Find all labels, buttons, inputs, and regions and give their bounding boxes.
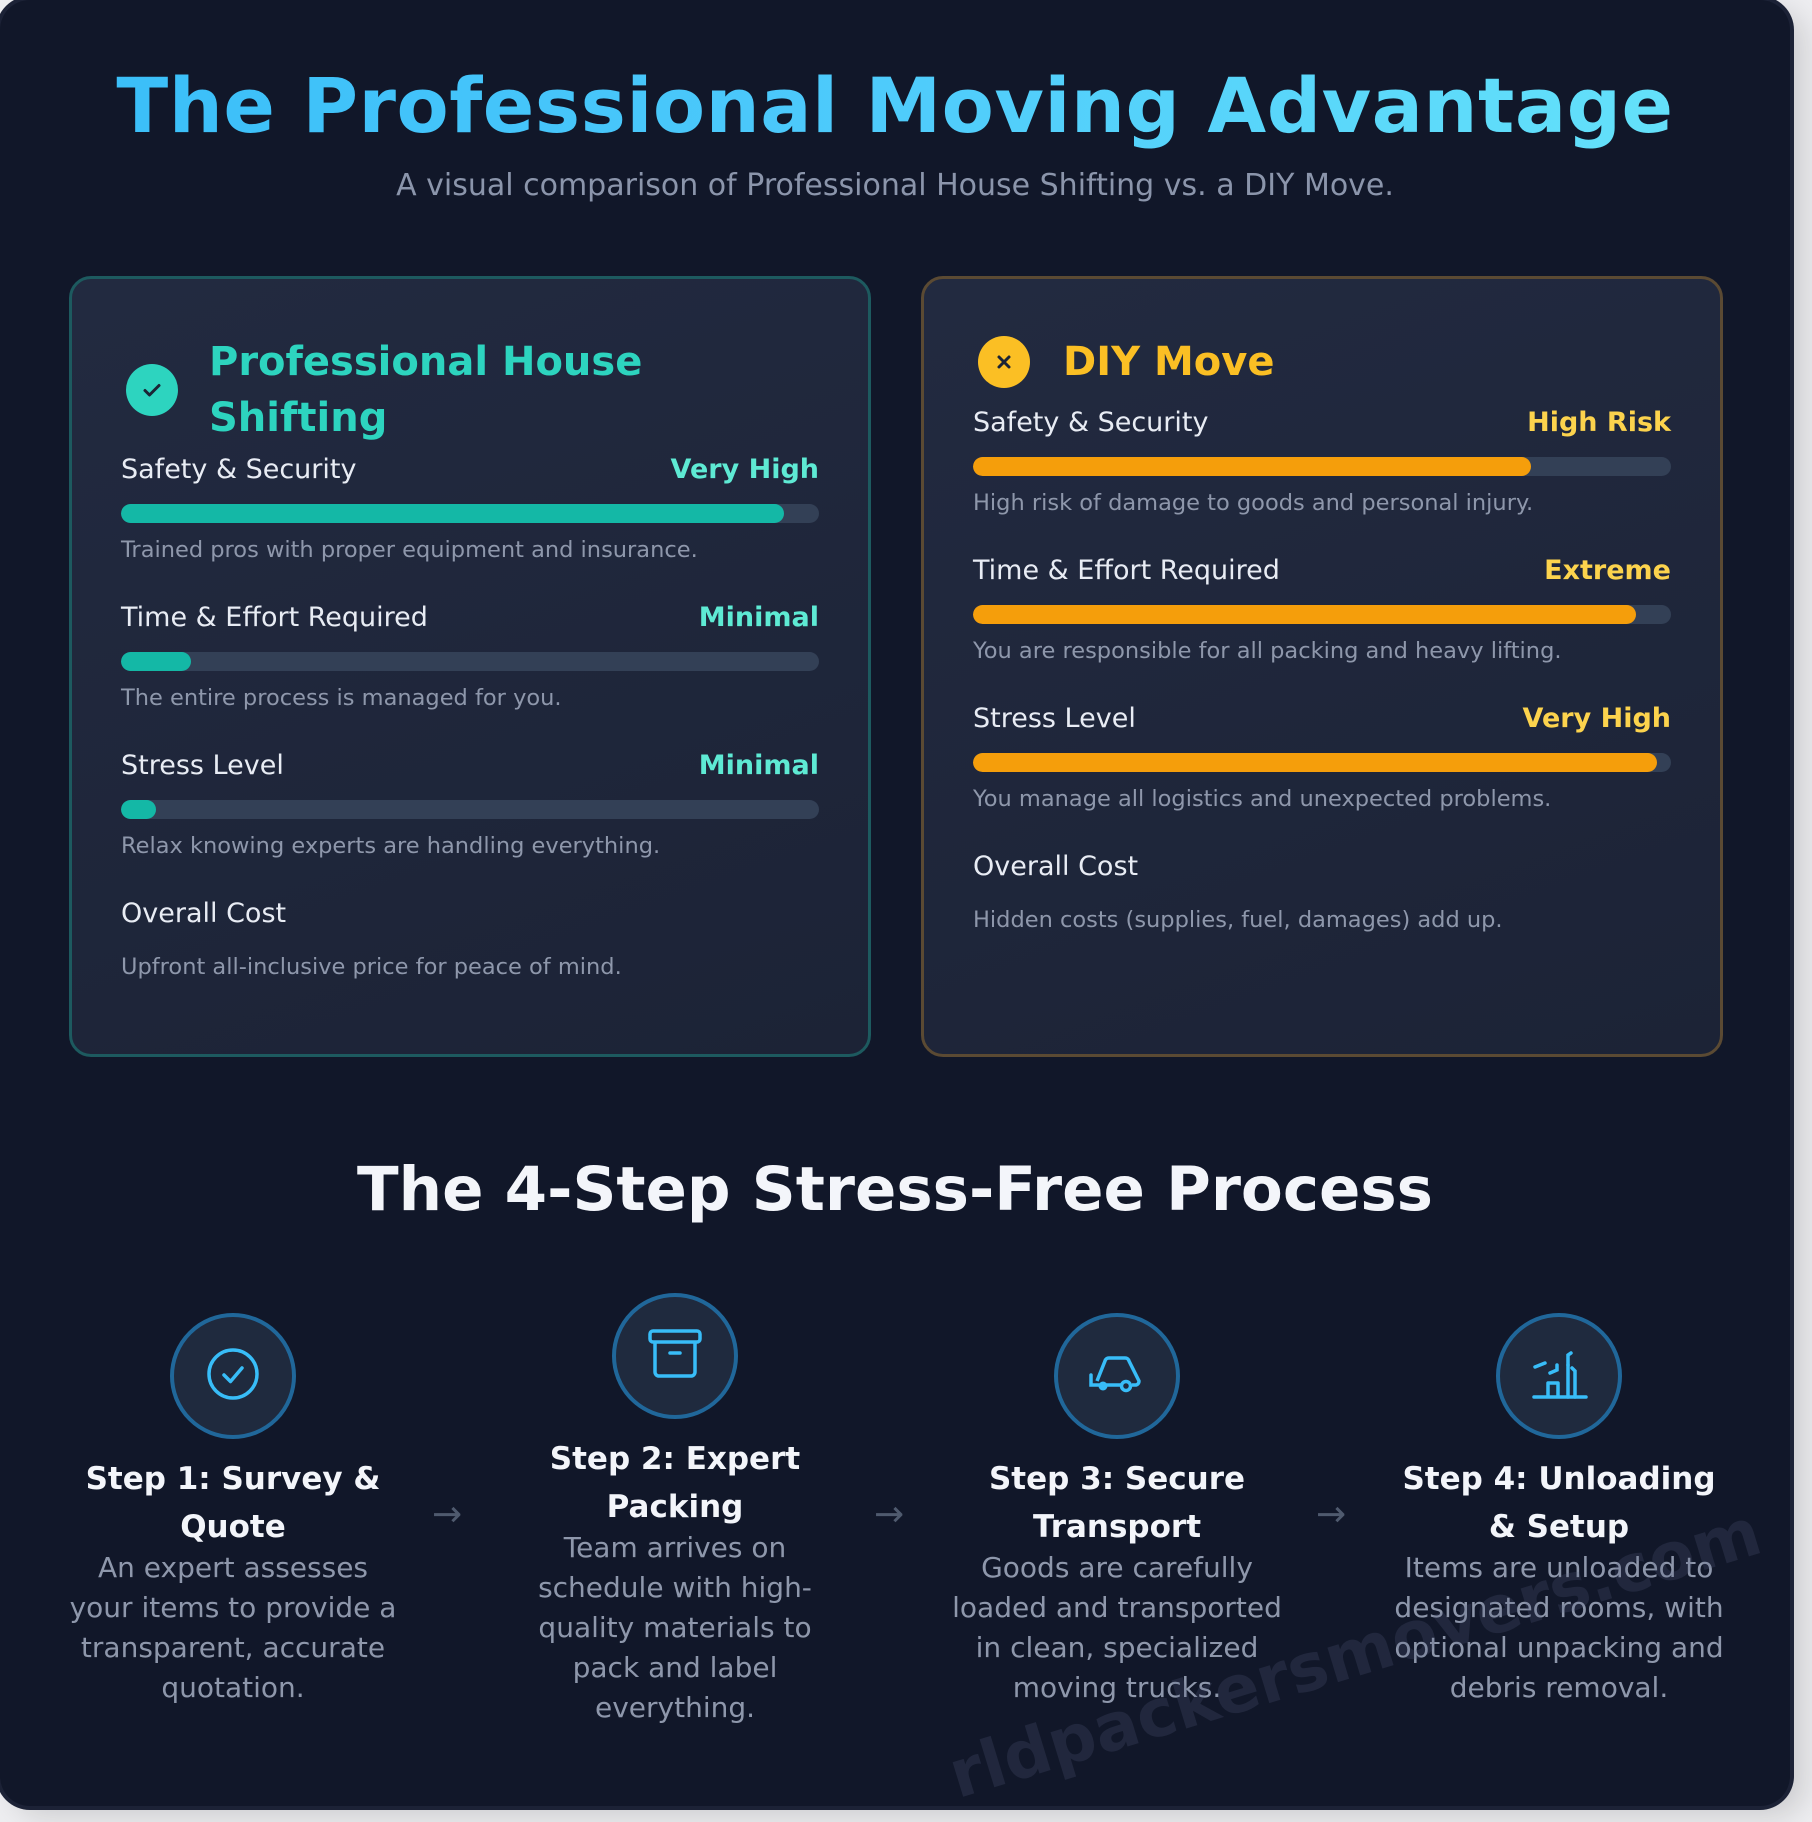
metric-safety: Safety & Security Very High Trained pros… [121, 454, 819, 565]
metric-description: Upfront all-inclusive price for peace of… [121, 954, 622, 980]
process-step-1: Step 1: Survey & Quote An expert assesse… [68, 1313, 398, 1708]
diy-card: DIY Move Safety & Security High Risk Hig… [921, 276, 1723, 1057]
professional-card-title: Professional House Shifting [209, 339, 643, 441]
metric-value: Minimal [698, 750, 819, 781]
metric-value: High Risk [1527, 407, 1671, 438]
metric-label: Overall Cost [973, 851, 1139, 882]
step-icon-circle [170, 1313, 296, 1439]
metric-value: Minimal [698, 602, 819, 633]
process-step-3: Step 3: Secure Transport Goods are caref… [952, 1313, 1282, 1708]
metric-label: Overall Cost [121, 898, 287, 929]
infographic-panel: The Professional Moving Advantage A visu… [0, 0, 1790, 1806]
step-icon-circle [1496, 1313, 1622, 1439]
metric-stress: Stress Level Very High You manage all lo… [973, 703, 1671, 814]
step-title: Step 3: Secure Transport [988, 1461, 1246, 1545]
step-description: Goods are carefully loaded and transport… [952, 1551, 1282, 1704]
progress-fill [121, 800, 156, 819]
step-description: Team arrives on schedule with high-quali… [538, 1531, 812, 1724]
progress-bar [973, 457, 1671, 476]
process-step-2: Step 2: Expert Packing Team arrives on s… [510, 1293, 840, 1728]
progress-bar [121, 800, 819, 819]
professional-card-header: Professional House Shifting [121, 334, 819, 446]
x-circle-icon [978, 336, 1030, 388]
progress-fill [121, 504, 785, 523]
arrow-right-icon: → [874, 1494, 905, 1535]
progress-fill [973, 457, 1532, 476]
diy-card-title: DIY Move [1063, 339, 1275, 385]
metric-description: You manage all logistics and unexpected … [973, 786, 1552, 812]
step-title: Step 4: Unloading & Setup [1402, 1461, 1716, 1545]
progress-fill [973, 605, 1637, 624]
truck-icon [1087, 1351, 1147, 1401]
step-title: Step 2: Expert Packing [549, 1441, 801, 1525]
metric-label: Time & Effort Required [973, 555, 1280, 586]
metric-stress: Stress Level Minimal Relax knowing exper… [121, 750, 819, 861]
metric-cost: Overall Cost Upfront all-inclusive price… [121, 898, 819, 982]
process-section-title: The 4-Step Stress-Free Process [357, 1154, 1433, 1225]
step-title: Step 1: Survey & Quote [85, 1461, 381, 1545]
metric-value: Extreme [1544, 555, 1671, 586]
diy-card-header: DIY Move [973, 333, 1671, 391]
metric-description: Relax knowing experts are handling every… [121, 833, 661, 859]
page-title: The Professional Moving Advantage [0, 58, 1790, 154]
metric-value: Very High [670, 454, 819, 485]
step-description: An expert assesses your items to provide… [69, 1551, 397, 1704]
metric-time-effort: Time & Effort Required Extreme You are r… [973, 555, 1671, 666]
progress-fill [973, 753, 1658, 772]
page-subtitle: A visual comparison of Professional Hous… [396, 168, 1394, 203]
metric-label: Safety & Security [121, 454, 357, 485]
metric-description: High risk of damage to goods and persona… [973, 490, 1534, 516]
step-description: Items are unloaded to designated rooms, … [1394, 1551, 1724, 1704]
progress-bar [121, 652, 819, 671]
archive-box-icon [647, 1326, 703, 1386]
progress-bar [973, 753, 1671, 772]
metric-description: Trained pros with proper equipment and i… [121, 537, 698, 563]
metric-label: Stress Level [121, 750, 284, 781]
progress-bar [121, 504, 819, 523]
check-circle-icon [126, 364, 178, 416]
process-step-4: Step 4: Unloading & Setup Items are unlo… [1394, 1313, 1724, 1708]
metric-label: Stress Level [973, 703, 1136, 734]
check-circle-icon [206, 1347, 260, 1405]
metric-label: Time & Effort Required [121, 602, 428, 633]
metric-label: Safety & Security [973, 407, 1209, 438]
step-icon-circle [1054, 1313, 1180, 1439]
progress-fill [121, 652, 191, 671]
metric-cost: Overall Cost Hidden costs (supplies, fue… [973, 851, 1671, 935]
home-setup-icon [1530, 1345, 1588, 1407]
metric-description: The entire process is managed for you. [121, 685, 562, 711]
professional-card: Professional House Shifting Safety & Sec… [69, 276, 871, 1057]
arrow-right-icon: → [1316, 1494, 1347, 1535]
metric-safety: Safety & Security High Risk High risk of… [973, 407, 1671, 518]
progress-bar [973, 605, 1671, 624]
arrow-right-icon: → [432, 1494, 463, 1535]
metric-description: Hidden costs (supplies, fuel, damages) a… [973, 907, 1503, 933]
metric-description: You are responsible for all packing and … [973, 638, 1562, 664]
metric-value: Very High [1522, 703, 1671, 734]
step-icon-circle [612, 1293, 738, 1419]
metric-time-effort: Time & Effort Required Minimal The entir… [121, 602, 819, 713]
